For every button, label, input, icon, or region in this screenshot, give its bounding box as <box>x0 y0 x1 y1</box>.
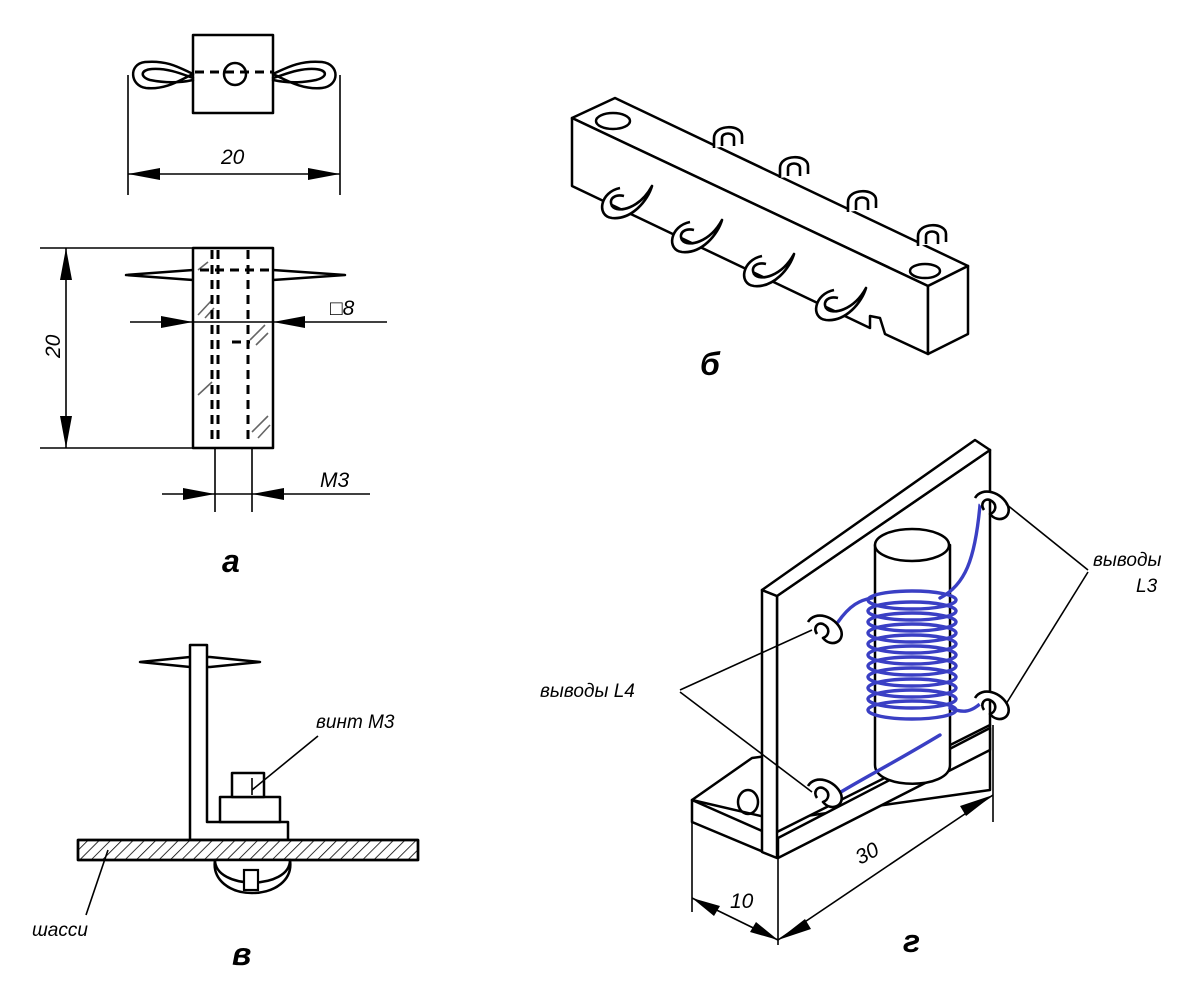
figure-label-v: в <box>232 936 251 972</box>
figure-a-top-view: 20 <box>127 33 341 195</box>
figure-a-front-view: 20 □8 M3 а <box>40 246 387 579</box>
figure-label-b: б <box>700 346 721 382</box>
dim-thread-m3: M3 <box>320 469 349 492</box>
dim-height-20: 20 <box>42 334 65 359</box>
figure-g-coil-assembly: выводы L3 выводы L4 30 10 г <box>540 438 1161 959</box>
label-chassis: шасси <box>32 920 88 941</box>
dim-depth-10: 10 <box>730 890 754 913</box>
dim-length-30: 30 <box>852 838 884 869</box>
figure-v-mounting: винт М3 шасси в <box>32 643 420 972</box>
label-leads-l3-line1: выводы <box>1093 550 1161 571</box>
figure-label-a: а <box>222 543 240 579</box>
label-screw-m3: винт М3 <box>316 712 395 733</box>
figure-b-terminal-strip: б <box>570 96 970 382</box>
label-leads-l3-line2: L3 <box>1136 576 1158 597</box>
dim-square-8: □8 <box>330 297 355 320</box>
label-leads-l4: выводы L4 <box>540 681 635 702</box>
figure-label-g: г <box>903 923 920 959</box>
dim-width-20: 20 <box>220 146 245 169</box>
